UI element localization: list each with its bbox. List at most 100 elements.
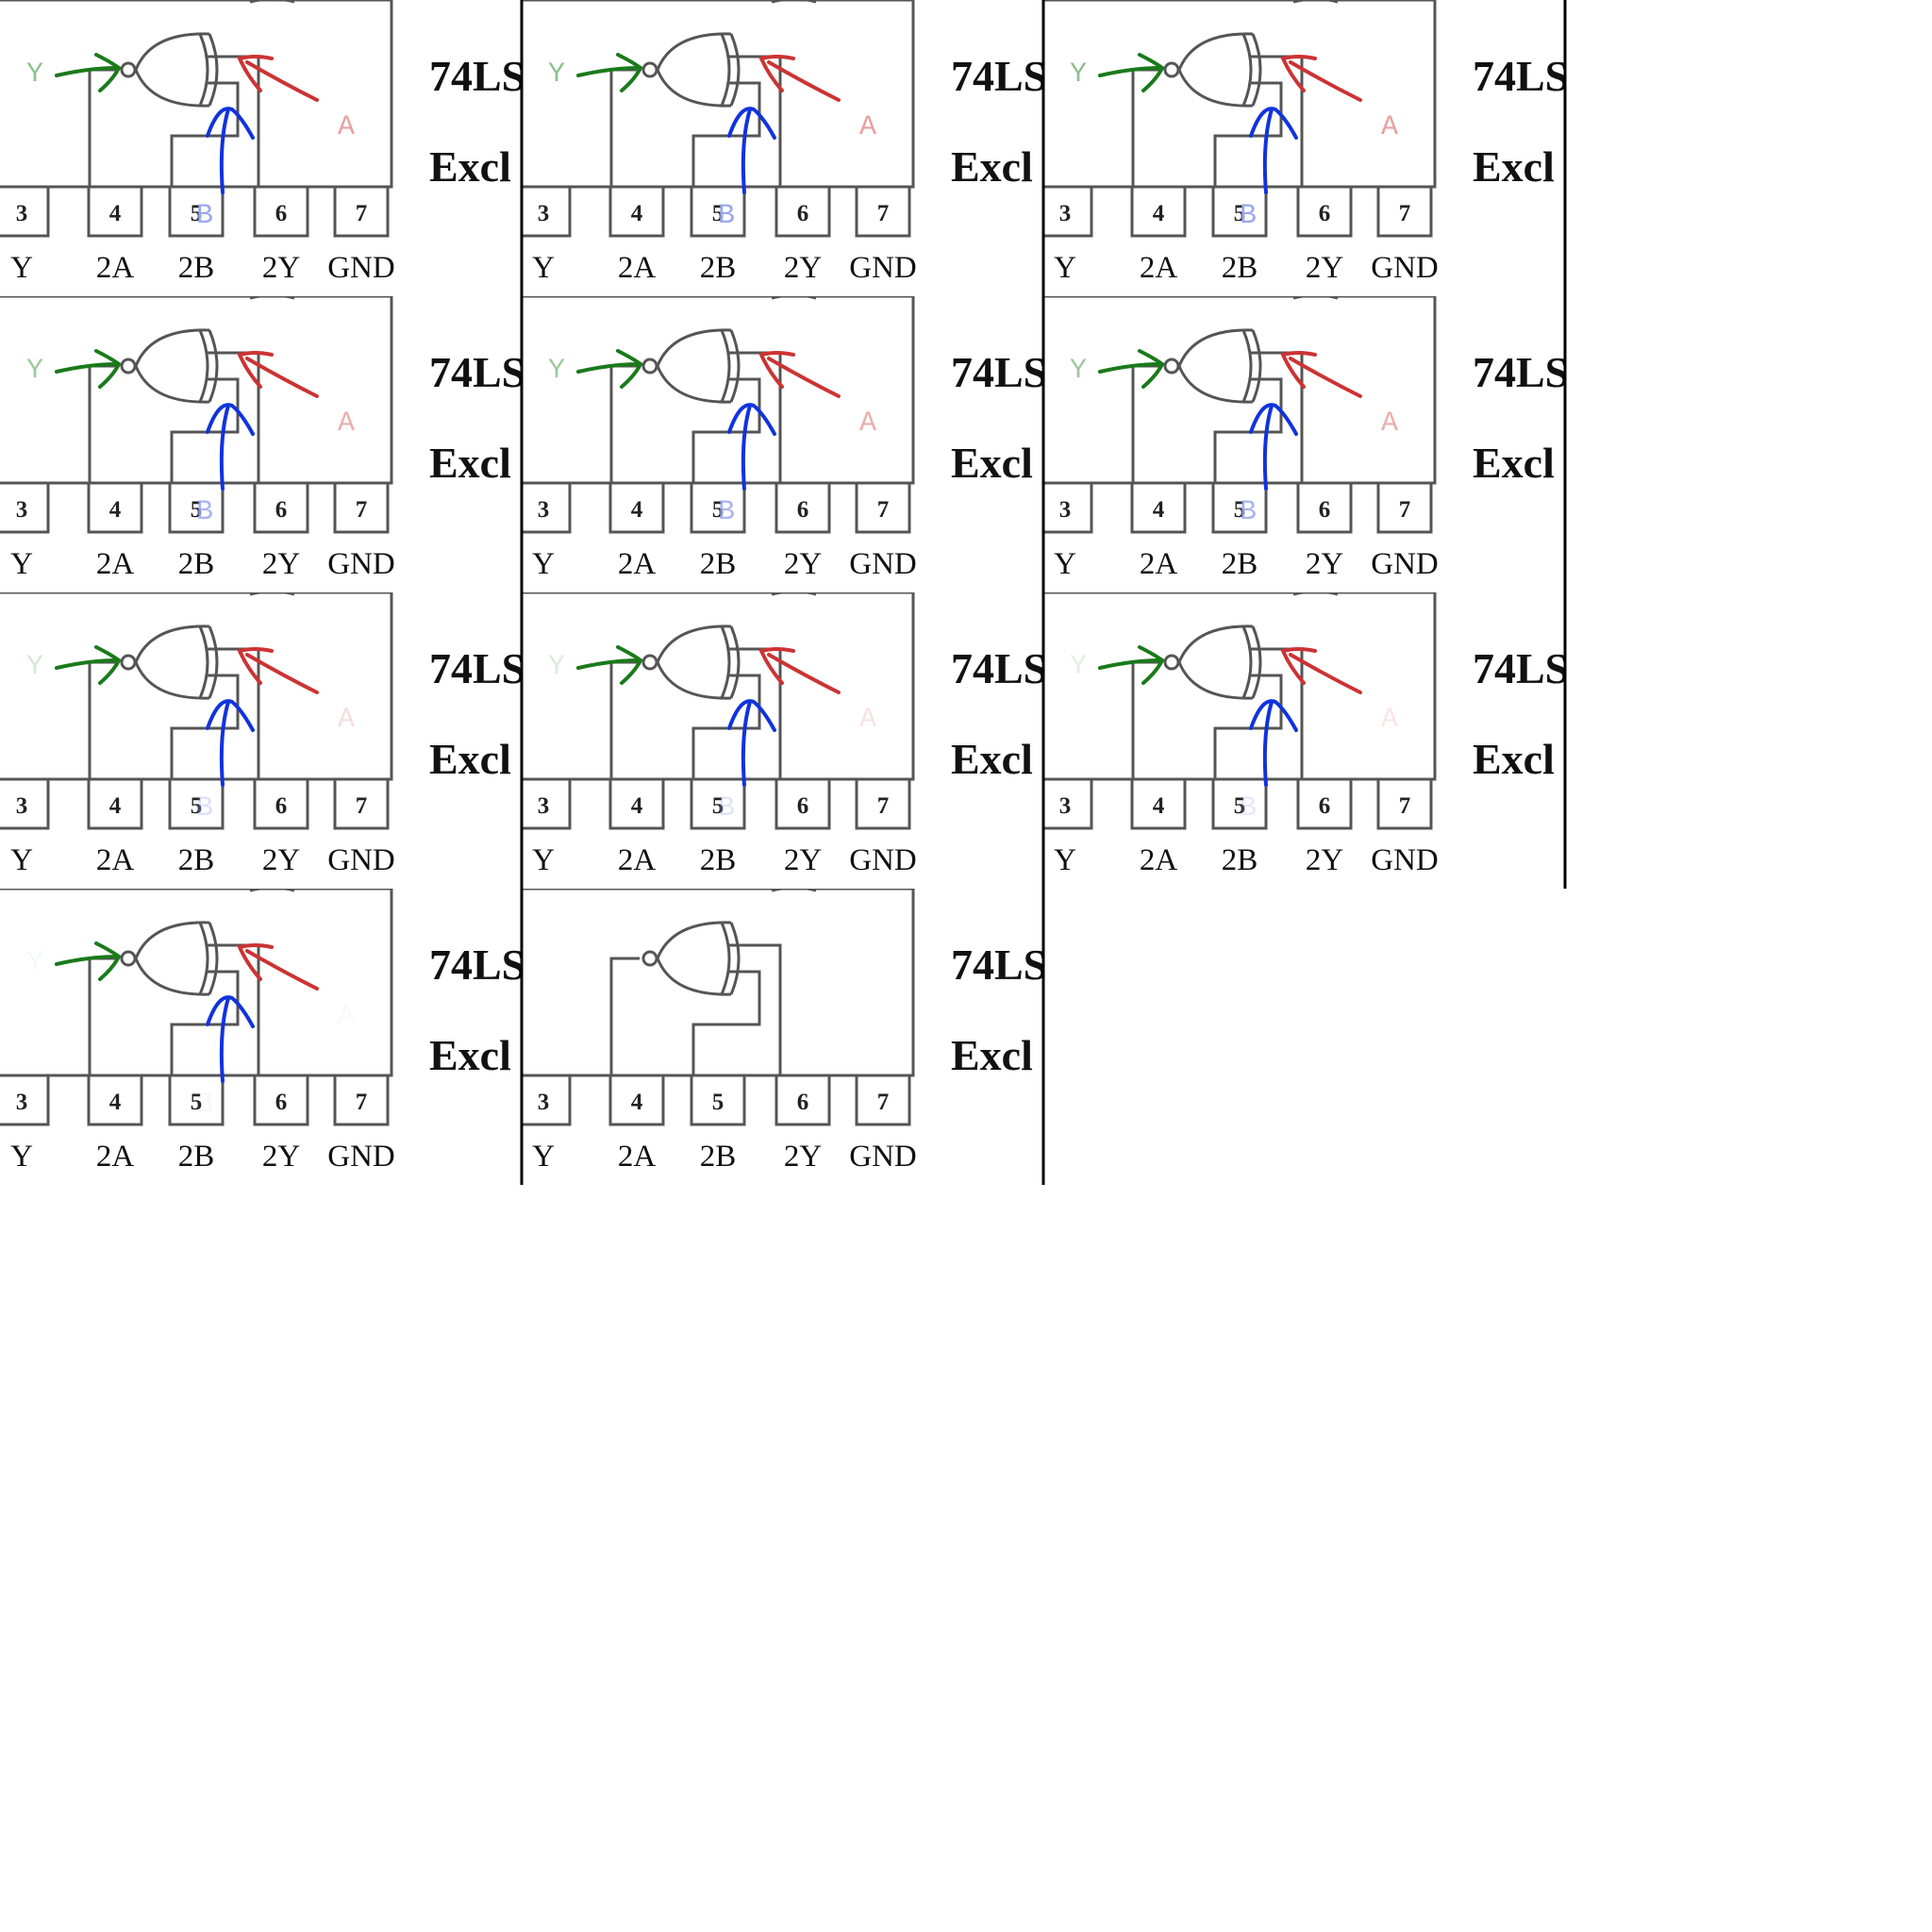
inversion-bubble <box>641 654 658 671</box>
pin-number: 4 <box>1153 497 1165 523</box>
pin-name: 2Y <box>262 251 300 285</box>
pin-box <box>0 777 50 830</box>
chip-part-number: 74LS <box>429 348 525 396</box>
pin-number: 4 <box>631 201 643 226</box>
pin-number: 7 <box>356 1090 368 1115</box>
input-a-arrowhead <box>1280 55 1317 92</box>
label-output: Y <box>26 947 43 979</box>
gate-back-arc <box>208 922 219 995</box>
wire-pin5 <box>1213 81 1283 187</box>
pin-name: 2A <box>1140 547 1178 581</box>
wire-pin5 <box>1213 377 1283 483</box>
pin-box <box>855 481 911 534</box>
pin-name: 2B <box>1222 547 1258 581</box>
pin-name: GND <box>327 251 395 285</box>
pin-number: 3 <box>538 1090 550 1115</box>
pin-box <box>608 777 665 830</box>
input-b-arrow <box>1262 404 1274 491</box>
pin-name: 2B <box>700 547 737 581</box>
pin-name: 2A <box>96 251 135 285</box>
pin-number: 6 <box>1319 497 1331 523</box>
pin-name: 2B <box>178 1140 215 1174</box>
pin-number: 5 <box>712 497 724 523</box>
chip-part-number: 74LS <box>951 644 1047 692</box>
input-b-arrowhead <box>1249 107 1298 140</box>
gate-body <box>656 328 732 404</box>
input-b-arrowhead <box>206 403 255 436</box>
pin-name: GND <box>849 251 917 285</box>
pin-name: 2Y <box>262 547 300 581</box>
gate-body <box>656 32 732 108</box>
pin-name: GND <box>1371 547 1439 581</box>
chip-notch <box>771 0 817 4</box>
pin-box <box>253 481 309 534</box>
pin-number: 6 <box>797 497 809 523</box>
output-arrowhead <box>616 349 643 389</box>
inversion-bubble <box>1163 358 1180 375</box>
chip-description: Excl <box>1473 439 1555 487</box>
chip-description: Excl <box>429 735 511 783</box>
label-output: Y <box>548 651 565 683</box>
chip-description: Excl <box>951 142 1033 191</box>
input-b-arrow <box>741 404 752 491</box>
pin-box <box>168 1074 225 1126</box>
pin-number: 3 <box>538 793 550 819</box>
output-arrowhead <box>94 349 122 389</box>
output-arrow <box>55 658 119 670</box>
chip-description: Excl <box>951 439 1033 487</box>
pin-name: 2A <box>618 251 657 285</box>
pin-number: 5 <box>712 793 724 819</box>
chip-outline <box>1043 296 1437 485</box>
input-b-arrowhead <box>727 403 776 436</box>
pin-name: GND <box>849 1140 917 1174</box>
gate-back-arc <box>208 33 219 107</box>
output-arrowhead <box>94 53 122 92</box>
pin-box <box>168 777 225 830</box>
pin-name: 2B <box>700 251 737 285</box>
pin-name: 2Y <box>262 843 300 877</box>
label-input-b: B <box>718 200 735 232</box>
output-arrow <box>55 66 119 77</box>
gate-input-arc <box>1241 329 1253 403</box>
chip-outline <box>522 0 915 189</box>
pin-name: 2A <box>1140 251 1178 285</box>
wire-pin5 <box>691 674 761 779</box>
label-input-b: B <box>1240 496 1257 528</box>
label-output: Y <box>1070 355 1087 387</box>
pin-number: 6 <box>797 793 809 819</box>
inversion-bubble <box>120 61 137 78</box>
pin-name: Y <box>10 843 33 877</box>
input-b-arrow <box>1262 108 1274 194</box>
pin-box <box>690 481 746 534</box>
chip-notch <box>249 592 295 596</box>
pin-name: 2A <box>96 843 135 877</box>
pin-box <box>522 1074 572 1126</box>
pin-number: 6 <box>275 201 288 226</box>
chip-outline <box>522 889 915 1077</box>
pin-name: 2A <box>618 1140 657 1174</box>
pin-box <box>87 1074 143 1126</box>
gate-input-arc <box>720 33 731 107</box>
gate-body <box>134 328 210 404</box>
input-a-arrowhead <box>237 647 274 685</box>
pin-number: 4 <box>1153 793 1165 819</box>
input-a-arrowhead <box>237 55 274 92</box>
gate-body <box>656 625 732 700</box>
pin-number: 7 <box>356 201 368 226</box>
pin-box <box>0 1074 50 1126</box>
output-arrow <box>55 955 119 966</box>
pin-number: 7 <box>1399 497 1411 523</box>
label-output: Y <box>1070 651 1087 683</box>
input-a-arrow <box>245 60 319 102</box>
pin-box <box>1130 185 1187 238</box>
chip-notch <box>771 889 817 892</box>
pin-name: GND <box>327 1140 395 1174</box>
pin-number: 7 <box>877 201 890 226</box>
pin-name: 2B <box>178 843 215 877</box>
pin-name: GND <box>327 547 395 581</box>
label-input-b: B <box>196 200 213 232</box>
